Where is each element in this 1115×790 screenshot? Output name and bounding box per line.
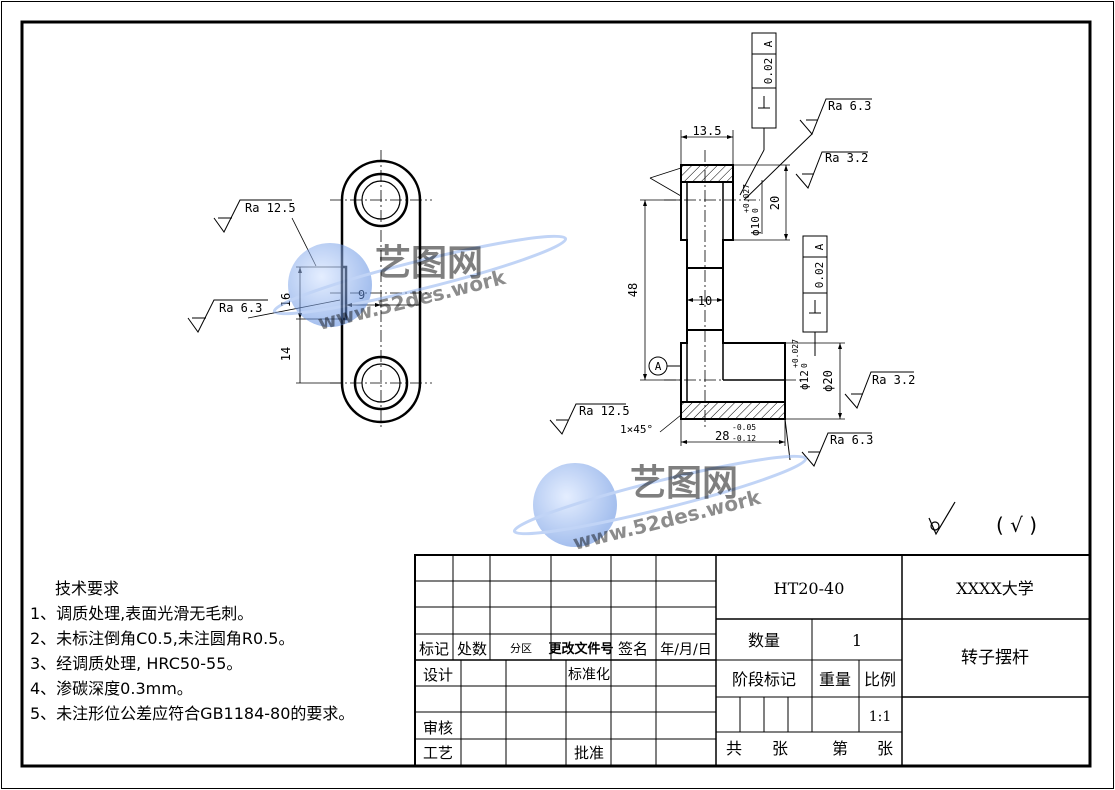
tb-part-name: 转子摆杆 — [961, 648, 1029, 668]
tb-organization: XXXX大学 — [956, 579, 1034, 598]
tb-rev-header: 标记 — [419, 640, 449, 658]
tb-stage-label: 阶段标记 — [732, 670, 796, 689]
roughness-symbol — [213, 199, 292, 233]
dim-top-width: 13.5 — [693, 124, 722, 138]
roughness-symbol — [187, 299, 268, 333]
chamfer-callout: 1×45° — [620, 423, 653, 436]
general-roughness-symbol — [928, 501, 956, 536]
roughness-section-top-right: Ra 6.3 — [828, 99, 871, 113]
tech-requirement-item: 5、未注形位公差应符合GB1184-80的要求。 — [30, 704, 355, 723]
roughness-symbol — [844, 371, 914, 409]
tb-quantity-label: 数量 — [748, 631, 780, 650]
dim-overall-height: 48 — [626, 283, 640, 297]
tb-approve-label: 批准 — [574, 744, 604, 762]
roughness-plan-top: Ra 12.5 — [245, 201, 296, 215]
roughness-symbol — [549, 403, 626, 435]
dim-bore-lower: ϕ12 — [798, 370, 811, 390]
title-block — [414, 554, 1091, 767]
tolerance-frame-lower — [802, 235, 828, 356]
tb-review-label: 审核 — [423, 719, 453, 737]
tech-requirement-item: 2、未标注倒角C0.5,未注圆角R0.5。 — [30, 629, 295, 648]
roughness-section-upper-right: Ra 3.2 — [825, 151, 868, 165]
dim-length-tol-low: -0.12 — [732, 434, 756, 443]
watermark-brand: 艺图网 — [375, 243, 483, 284]
tech-requirement-item: 3、经调质处理, HRC50-55。 — [30, 654, 243, 673]
tol-upper-value: 0.02 — [762, 58, 775, 85]
tb-sheet-no: 第 — [832, 739, 848, 758]
tb-scale-label: 比例 — [864, 670, 896, 689]
tb-scale-value: 1:1 — [869, 709, 892, 725]
tb-weight-label: 重量 — [819, 670, 851, 689]
tech-requirement-item: 4、渗碳深度0.3mm。 — [30, 679, 193, 698]
tol-lower-value: 0.02 — [813, 262, 826, 289]
dim-bore-lower-tol-up: +0.027 — [791, 339, 800, 368]
roughness-symbol — [743, 98, 872, 201]
tb-sheet-unit1: 张 — [772, 739, 788, 758]
watermark — [272, 234, 808, 547]
dim-length: 28 — [715, 429, 729, 443]
roughness-section-bottom-right: Ra 6.3 — [830, 433, 873, 447]
tb-rev-header: 处数 — [457, 640, 487, 658]
tb-material: HT20-40 — [774, 579, 845, 598]
tol-upper-datum: A — [762, 40, 775, 47]
dim-bore-upper-tol-low: 0 — [751, 208, 760, 213]
tb-rev-header: 分区 — [510, 642, 532, 655]
roughness-symbol — [784, 418, 872, 467]
dim-bottom: 14 — [279, 347, 293, 361]
tech-requirements-title: 技术要求 — [55, 579, 120, 598]
tech-requirement-item: 1、调质处理,表面光滑无毛刺。 — [30, 604, 254, 623]
dim-bore-lower-tol-low: 0 — [800, 363, 809, 368]
roughness-section-lower-right: Ra 3.2 — [872, 373, 915, 387]
dim-bore-upper: ϕ10 — [749, 216, 762, 236]
tech-requirements: 技术要求 1、调质处理,表面光滑无毛刺。 2、未标注倒角C0.5,未注圆角R0.… — [30, 576, 354, 726]
tb-rev-header: 更改文件号 — [548, 641, 613, 657]
tb-standard-label: 标准化 — [568, 667, 610, 683]
dim-length-tol-up: -0.05 — [732, 423, 756, 432]
section-view — [640, 130, 845, 446]
dim-top-height: 20 — [768, 196, 782, 210]
tb-rev-header: 签名 — [618, 640, 648, 658]
tb-sheet-unit2: 张 — [877, 739, 893, 758]
watermark-brand: 艺图网 — [630, 463, 738, 504]
tol-lower-datum: A — [813, 243, 826, 250]
tb-rev-header: 年/月/日 — [660, 642, 711, 658]
roughness-plan-side: Ra 6.3 — [219, 301, 262, 315]
tb-sheets-total: 共 — [726, 739, 742, 758]
tb-process-label: 工艺 — [423, 744, 453, 762]
datum-marker — [648, 356, 682, 376]
tb-design-label: 设计 — [423, 666, 453, 684]
tolerance-frame-upper — [739, 32, 777, 196]
roughness-section-bottom-left: Ra 12.5 — [579, 404, 630, 418]
dim-web: 10 — [698, 294, 712, 308]
dim-bore-upper-tol-up: +0.027 — [742, 184, 751, 213]
datum-label: A — [655, 360, 662, 373]
dim-lower-dia: ϕ20 — [821, 370, 835, 392]
roughness-symbol — [795, 151, 868, 189]
tb-quantity-value: 1 — [852, 631, 862, 650]
general-roughness-brackets: ( √ ) — [996, 513, 1037, 537]
